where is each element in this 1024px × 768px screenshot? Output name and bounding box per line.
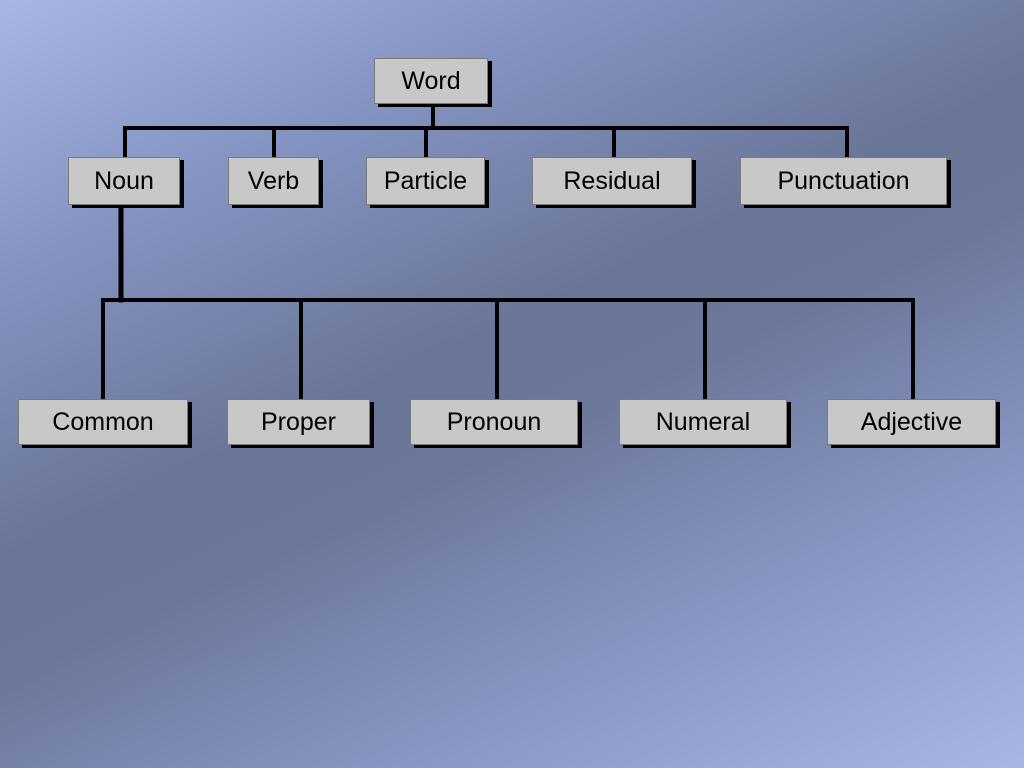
node-label: Residual [563, 166, 661, 195]
node-word: Word [374, 58, 488, 104]
node-adjective: Adjective [827, 399, 996, 445]
node-label: Noun [94, 166, 154, 195]
node-label: Common [52, 407, 154, 436]
node-noun: Noun [68, 157, 180, 205]
node-label: Particle [383, 166, 468, 195]
node-numeral: Numeral [619, 399, 787, 445]
node-verb: Verb [228, 157, 319, 205]
node-label: Word [401, 66, 461, 95]
node-label: Verb [247, 166, 300, 195]
node-label: Punctuation [777, 166, 910, 195]
node-pronoun: Pronoun [410, 399, 578, 445]
node-label: Pronoun [446, 407, 542, 436]
node-residual: Residual [532, 157, 692, 205]
node-label: Adjective [860, 407, 963, 436]
node-label: Numeral [655, 407, 751, 436]
node-label: Proper [260, 407, 337, 436]
node-punctuation: Punctuation [740, 157, 947, 205]
node-common: Common [18, 399, 188, 445]
node-particle: Particle [366, 157, 485, 205]
node-proper: Proper [227, 399, 370, 445]
